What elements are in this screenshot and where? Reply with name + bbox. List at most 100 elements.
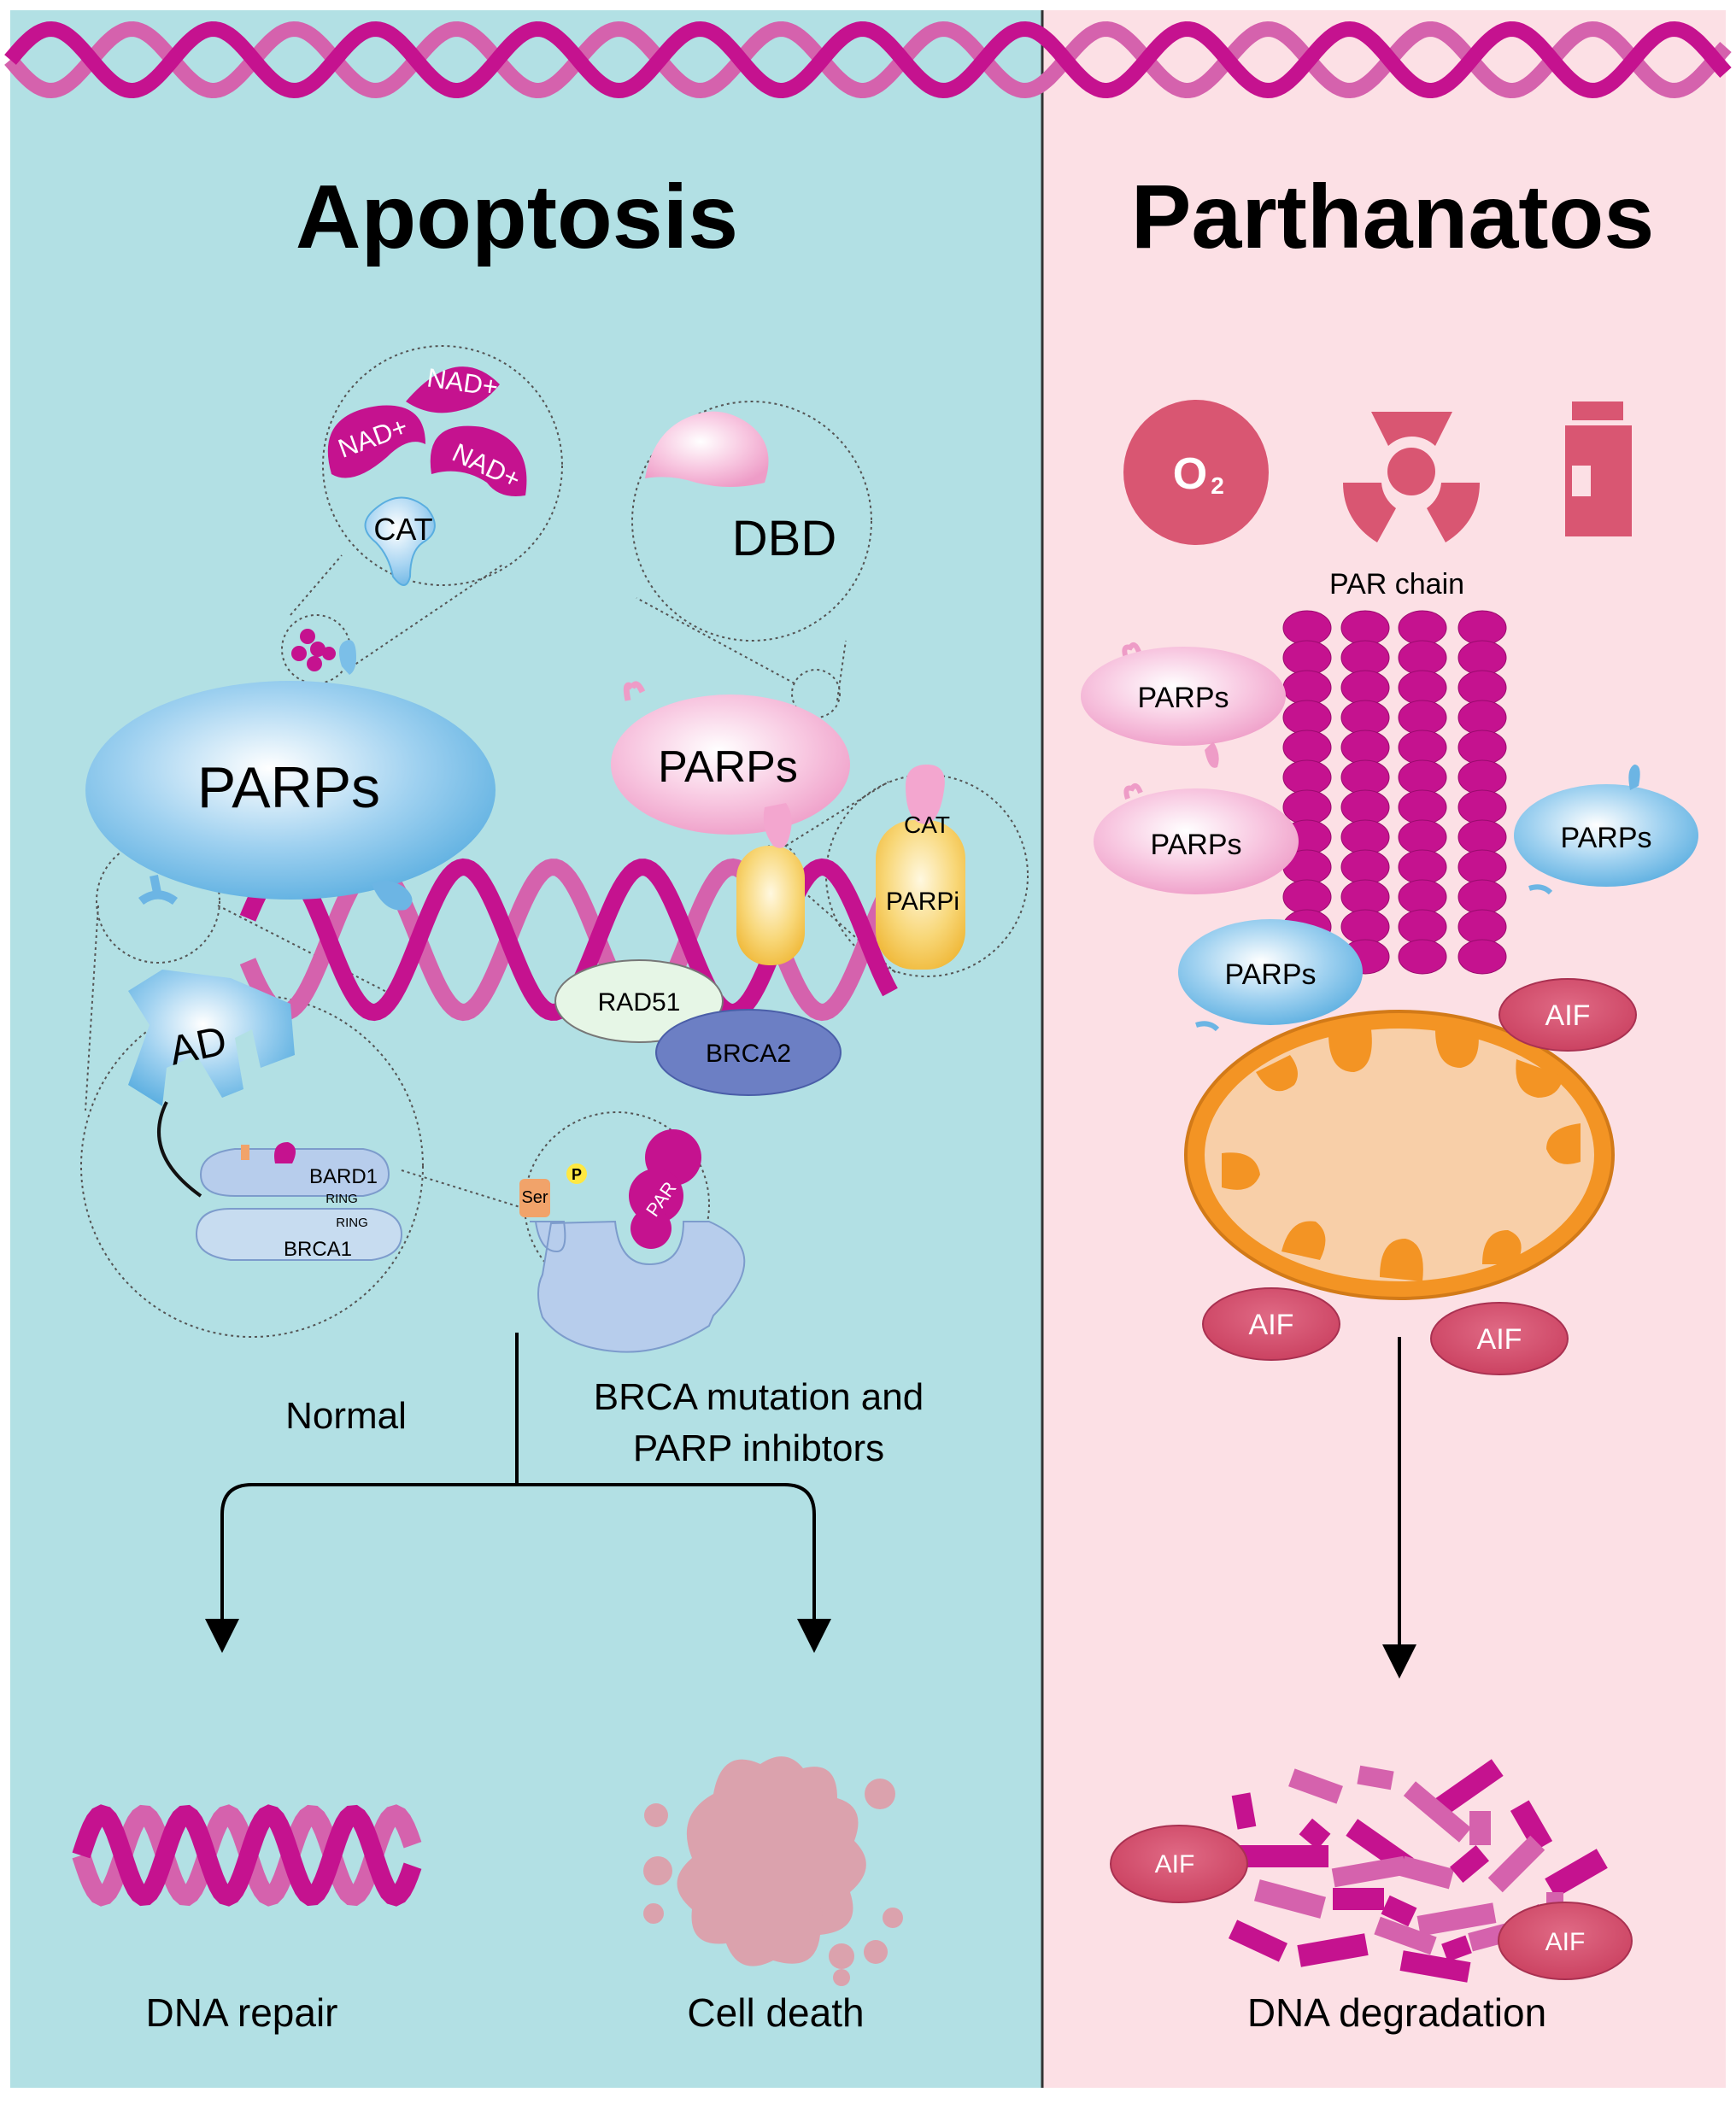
dna-fragment bbox=[1381, 1895, 1417, 1927]
dna-fragment bbox=[1399, 1950, 1471, 1983]
ad-zoom: AD BARD1 RING RING BRCA1 bbox=[128, 970, 403, 1261]
dna-fragment bbox=[1333, 1888, 1384, 1910]
ring-label-2: RING bbox=[336, 1216, 368, 1230]
par-chain-bead bbox=[1398, 789, 1447, 825]
dna-fragment bbox=[1228, 1919, 1288, 1962]
rad51-protein: RAD51 bbox=[554, 959, 724, 1043]
par-chain-bead bbox=[1457, 700, 1507, 736]
aif-5-label: AIF bbox=[1545, 1928, 1586, 1956]
par-chain-bead bbox=[1282, 700, 1332, 736]
brca2-label: BRCA2 bbox=[706, 1040, 791, 1068]
repaired-dna-helix bbox=[72, 1804, 422, 1907]
par-chain-bead bbox=[1398, 849, 1447, 885]
aif-2-label: AIF bbox=[1249, 1309, 1294, 1341]
par-chain-bead bbox=[1282, 730, 1332, 765]
par-chain-bead bbox=[1398, 730, 1447, 765]
par-chain-bead bbox=[1282, 670, 1332, 706]
dna-fragment bbox=[1416, 1902, 1497, 1937]
par-chain-bead bbox=[1398, 939, 1447, 975]
par-chain-bead bbox=[1282, 759, 1332, 795]
par-chain-bead bbox=[1340, 909, 1390, 945]
mitochondrion bbox=[1184, 1010, 1615, 1300]
branch-brca-label-2: PARP inhibtors bbox=[633, 1427, 884, 1469]
aif-3: AIF bbox=[1430, 1302, 1569, 1375]
parps-blue-protein: PARPs bbox=[85, 640, 496, 911]
ring-label-1: RING bbox=[326, 1192, 358, 1206]
cat-label-2: CAT bbox=[904, 812, 950, 838]
par-chain-bead bbox=[1340, 759, 1390, 795]
parps-pink-1-label: PARPs bbox=[1137, 682, 1229, 714]
bard1-label: BARD1 bbox=[309, 1165, 378, 1188]
par-chain-bead bbox=[1398, 909, 1447, 945]
aif-5: AIF bbox=[1498, 1902, 1633, 1980]
par-chain-bead bbox=[1398, 819, 1447, 855]
par-chain-bead bbox=[1457, 819, 1507, 855]
aif-2: AIF bbox=[1202, 1287, 1340, 1361]
aif-3-label: AIF bbox=[1477, 1323, 1522, 1356]
aif-1: AIF bbox=[1498, 978, 1637, 1052]
parps-blue-1-label: PARPs bbox=[1560, 822, 1651, 854]
par-chain-bead bbox=[1398, 700, 1447, 736]
cat-domain-shape: CAT bbox=[364, 496, 436, 586]
dna-fragment bbox=[1239, 1845, 1328, 1867]
mitochondrion-cristae bbox=[1222, 1029, 1581, 1281]
parps-pink-protein: PARPs bbox=[611, 681, 850, 835]
par-chain-bead bbox=[1340, 670, 1390, 706]
parps-blue-1: PARPs bbox=[1514, 765, 1698, 895]
oxygen-icon: O 2 bbox=[1123, 400, 1269, 545]
dna-fragment bbox=[1435, 1759, 1504, 1815]
parp-trap bbox=[736, 803, 805, 965]
par-chain-bead bbox=[1457, 849, 1507, 885]
par-chain-bead bbox=[1457, 670, 1507, 706]
par-chain-bead bbox=[1282, 640, 1332, 676]
parps-pink-2-label: PARPs bbox=[1150, 829, 1241, 861]
par-chain-bead bbox=[1398, 879, 1447, 915]
parps-pink-2: PARPs bbox=[1094, 783, 1299, 894]
par-chain-bead bbox=[1282, 610, 1332, 646]
dna-fragment bbox=[1399, 1855, 1455, 1890]
rad51-label: RAD51 bbox=[598, 988, 681, 1017]
branch-brca-label-1: BRCA mutation and bbox=[594, 1376, 924, 1418]
par-chain-bead bbox=[1457, 640, 1507, 676]
o2-subscript: 2 bbox=[1211, 472, 1224, 499]
dna-fragment bbox=[1357, 1765, 1394, 1790]
branch-normal-label: Normal bbox=[285, 1395, 407, 1437]
par-chain-bead bbox=[1457, 610, 1507, 646]
par-chain-bead bbox=[1457, 789, 1507, 825]
dbd-label: DBD bbox=[732, 511, 836, 566]
par-chain-bead bbox=[1457, 730, 1507, 765]
o2-label: O bbox=[1173, 449, 1207, 499]
dna-fragment bbox=[1441, 1935, 1472, 1962]
p-label: P bbox=[572, 1166, 582, 1183]
par-chain-bead bbox=[1340, 640, 1390, 676]
dna-fragment bbox=[1231, 1792, 1257, 1830]
parps-blue-2: PARPs bbox=[1178, 919, 1363, 1032]
cell-death-debris bbox=[643, 1756, 903, 1986]
par-chain-bead bbox=[1340, 879, 1390, 915]
par-chain-bead bbox=[1457, 909, 1507, 945]
parthanatos-title: Parthanatos bbox=[1131, 167, 1655, 267]
dna-fragment bbox=[1469, 1811, 1491, 1845]
par-chain-bead bbox=[1340, 610, 1390, 646]
nad-plus-shape-2: NAD+ bbox=[327, 405, 425, 478]
dna-fragment bbox=[1510, 1800, 1553, 1852]
par-chains bbox=[1282, 610, 1507, 975]
par-chain-bead bbox=[1282, 789, 1332, 825]
par-chain-bead bbox=[1457, 939, 1507, 975]
chemical-bottle-icon bbox=[1565, 401, 1632, 536]
dna-fragment bbox=[1545, 1849, 1608, 1898]
parps-pink-label: PARPs bbox=[658, 742, 798, 792]
par-chain-bead bbox=[1340, 730, 1390, 765]
par-chain-bead bbox=[1457, 879, 1507, 915]
dna-fragment bbox=[1374, 1916, 1437, 1955]
ser-label: Ser bbox=[521, 1188, 548, 1207]
dna-fragment bbox=[1331, 1855, 1407, 1888]
cell-death-label: Cell death bbox=[687, 1990, 864, 2035]
aif-4-label: AIF bbox=[1155, 1850, 1195, 1878]
dbd-zoom: DBD bbox=[645, 411, 836, 566]
aif-4: AIF bbox=[1110, 1825, 1248, 1903]
par-chain-bead bbox=[1340, 819, 1390, 855]
branch-arrows bbox=[205, 1333, 831, 1653]
